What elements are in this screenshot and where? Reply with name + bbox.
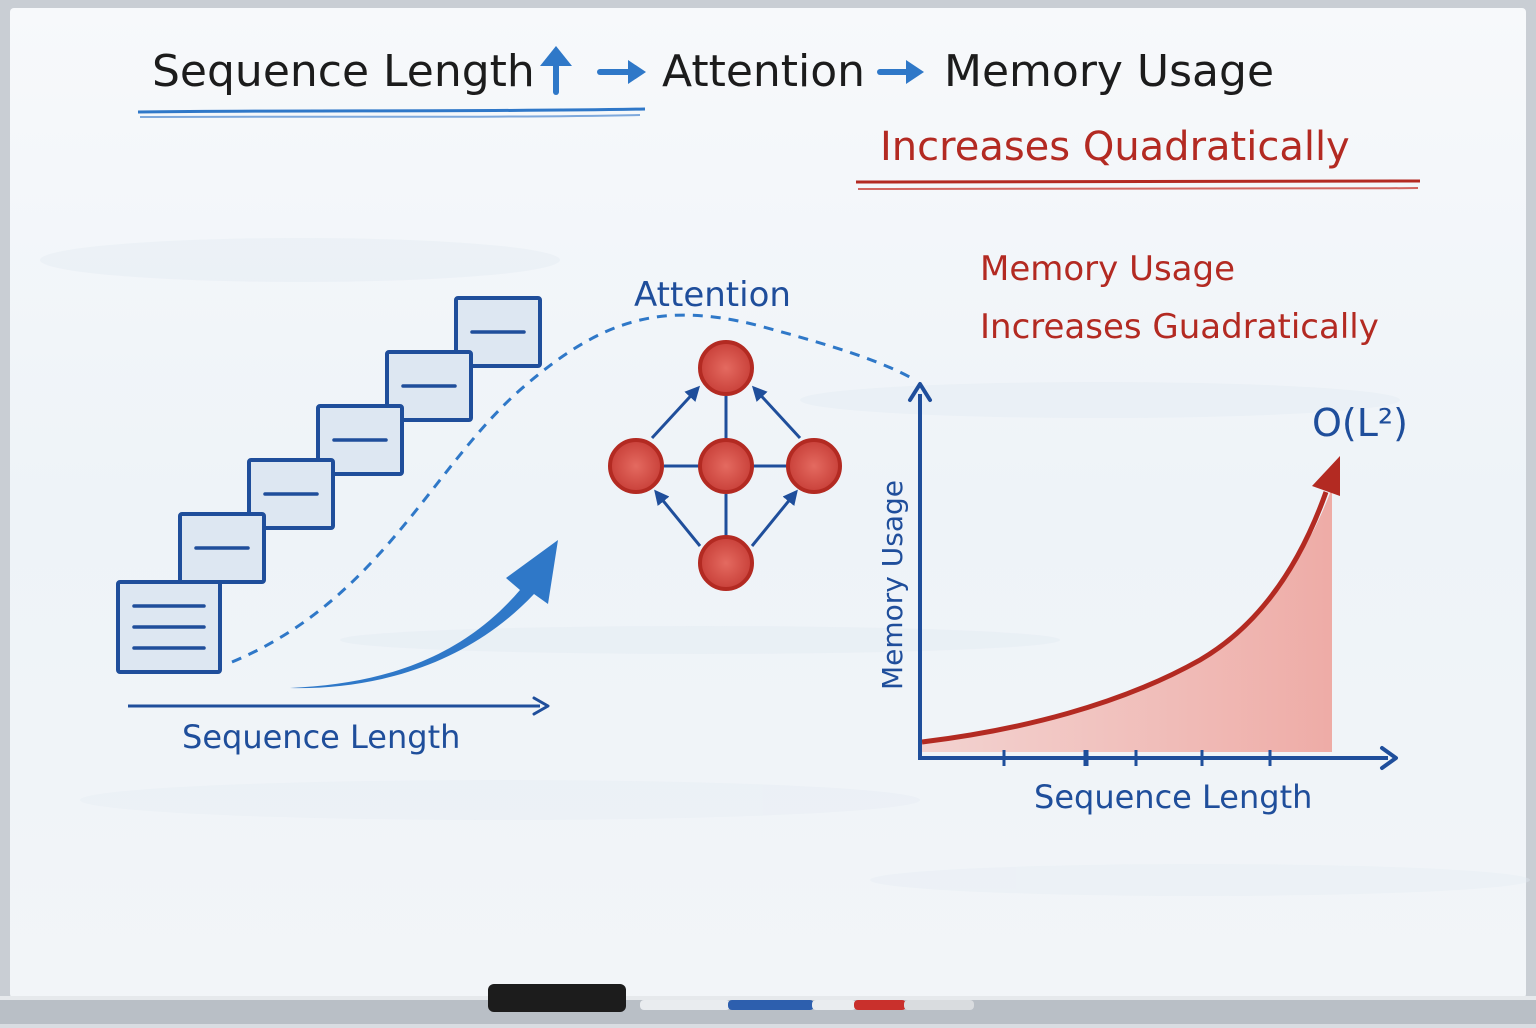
marker-red-icon[interactable] [854,1000,906,1010]
dashed-arc [231,313,916,664]
left-axis-label: Sequence Length [182,718,460,756]
attention-node-right [786,438,842,494]
right-arrow-icon [597,60,646,84]
subtitle-underline [855,179,1421,184]
attention-label: Attention [634,275,791,315]
token-box [178,512,266,584]
token-box [316,404,404,476]
token-stack [116,296,542,674]
token-box [385,350,473,422]
header-title-part2: Attention [662,46,865,97]
curve-arrowhead-icon [1312,456,1340,496]
attention-node-bottom [698,535,754,591]
marker-white-icon[interactable] [640,1000,730,1010]
header-subtitle: Increases Quadratically [880,124,1350,170]
graph-axes [908,382,1398,770]
attention-node-top [698,340,754,396]
up-arrow-icon [540,46,572,95]
header-title-part1: Sequence Length [152,46,535,97]
graph-note-line1: Memory Usage [980,249,1235,289]
token-box [247,458,335,530]
attention-graph [608,340,842,591]
marker-gray-icon[interactable] [904,1000,974,1010]
graph-area-fill [922,488,1332,752]
marker-blue-icon[interactable] [728,1000,814,1010]
right-arrow-icon [877,60,924,84]
attention-node-center [698,438,754,494]
growth-arrow-icon [290,540,558,689]
attention-node-left [608,438,664,494]
title-underline [137,107,646,114]
eraser-icon[interactable] [488,984,626,1012]
token-box [454,296,542,368]
header-title-part3: Memory Usage [944,46,1274,97]
header: Sequence Length Attention Memory Usage I… [137,46,1421,190]
left-axis [128,696,550,716]
quadratic-curve [921,491,1329,745]
graph-x-axis-label: Sequence Length [1034,778,1312,816]
complexity-label: O(L²) [1312,401,1408,445]
graph-y-axis-label: Memory Usage [876,480,909,690]
board-smudges [40,238,1530,896]
token-box [116,580,222,674]
graph-note-line2: Increases Guadratically [980,307,1379,347]
